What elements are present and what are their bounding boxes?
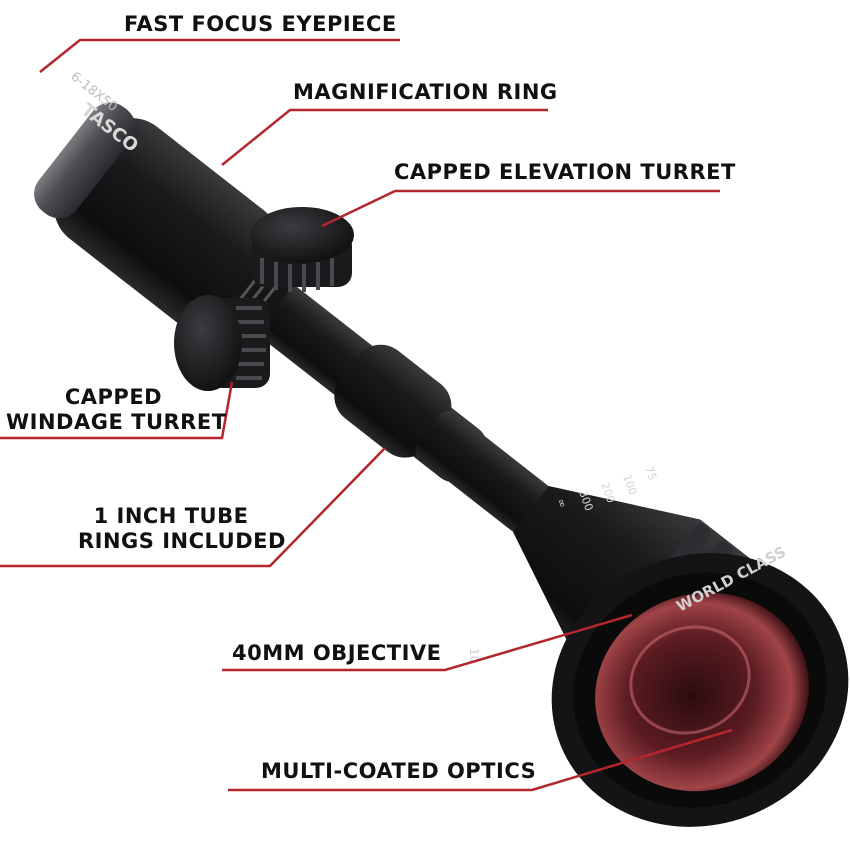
label-fast-focus-eyepiece: FAST FOCUS EYEPIECE <box>124 12 397 36</box>
elevation-turret-cap <box>250 207 354 263</box>
elevation-turret-grip <box>260 258 334 292</box>
windage-label-line-2: WINDAGE TURRET <box>6 410 227 434</box>
leader-line-windage <box>0 381 234 440</box>
eyepiece-rubber <box>34 102 136 219</box>
objective-lens <box>595 592 809 792</box>
lens-reflection <box>629 625 751 735</box>
tube-label-line-1: 1 INCH TUBE <box>93 504 249 528</box>
leader-lines <box>0 38 733 792</box>
label-capped-windage-turret: CAPPED WINDAGE TURRET <box>6 385 227 435</box>
leader-line-magnification <box>221 108 548 166</box>
label-capped-elevation-turret: CAPPED ELEVATION TURRET <box>394 160 736 184</box>
label-1-inch-tube: 1 INCH TUBE RINGS INCLUDED <box>78 504 286 554</box>
label-multi-coated-optics: MULTI-COATED OPTICS <box>261 759 537 783</box>
elevation-turret <box>250 207 354 292</box>
leader-line-eyepiece <box>39 38 400 73</box>
label-magnification-ring: MAGNIFICATION RING <box>293 80 558 104</box>
objective-lens-assembly <box>551 553 849 827</box>
leader-line-elevation <box>321 189 720 228</box>
tube-label-line-2: RINGS INCLUDED <box>78 529 286 553</box>
label-40mm-objective: 40MM OBJECTIVE <box>232 641 442 665</box>
parallax-tick-label: 75 <box>642 465 659 483</box>
leader-line-optics <box>228 728 733 792</box>
leader-line-objective <box>222 613 633 672</box>
windage-turret-cap <box>174 295 242 391</box>
leader-line-tube <box>0 447 386 568</box>
windage-label-line-1: CAPPED <box>64 385 163 409</box>
front-tube <box>415 410 552 534</box>
windage-turret <box>174 295 270 391</box>
turret-saddle <box>334 344 452 458</box>
parallax-tick-label: ∞ <box>554 497 569 510</box>
eyepiece-bell <box>54 118 279 331</box>
parallax-tick-label: 100 <box>620 473 639 497</box>
